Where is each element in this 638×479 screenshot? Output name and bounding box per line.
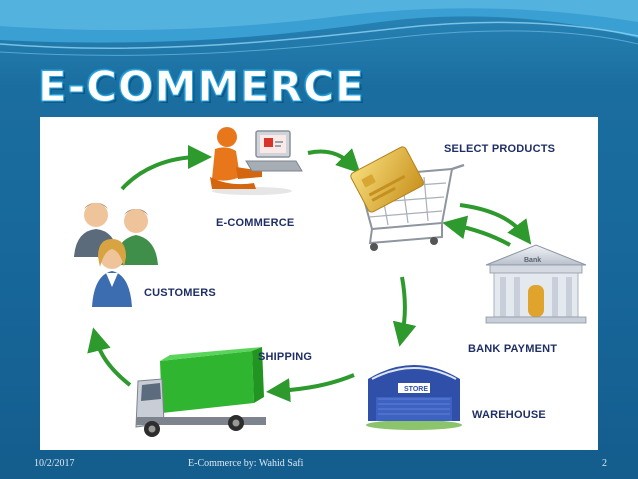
bank-sign-text: Bank: [524, 257, 541, 264]
node-label-bank-payment: BANK PAYMENT: [468, 343, 558, 355]
bank-building-icon: Bank: [485, 244, 587, 324]
arrow-customers-to-ecommerce: [120, 145, 212, 191]
arrow-ecommerce-to-select: [307, 148, 361, 174]
customers-group-icon: [74, 203, 158, 307]
footer-date: 10/2/2017: [34, 458, 75, 469]
arrow-select-to-warehouse: [392, 276, 417, 347]
arrow-shipping-to-customers: [87, 327, 132, 387]
node-label-customers: CUSTOMERS: [144, 287, 216, 299]
node-label-select-products: SELECT PRODUCTS: [444, 143, 556, 155]
diagram-panel: Bank STORE: [40, 117, 598, 450]
node-label-ecommerce: E-COMMERCE: [216, 217, 295, 229]
store-sign-text: STORE: [404, 386, 428, 393]
person-laptop-icon: [210, 127, 303, 195]
arrow-bank-to-select: [442, 215, 511, 247]
flow-diagram: Bank STORE: [74, 127, 587, 437]
footer-author: E-Commerce by: Wahid Safi: [188, 458, 304, 469]
warehouse-store-icon: STORE: [366, 365, 462, 430]
footer-page-number: 2: [602, 458, 607, 469]
shopping-cart-icon: [350, 146, 465, 251]
header-waves: [0, 0, 638, 56]
delivery-truck-icon: [135, 347, 266, 437]
node-label-warehouse: WAREHOUSE: [472, 409, 546, 421]
arrow-select-to-bank: [459, 203, 532, 245]
arrow-warehouse-to-shipping: [266, 373, 355, 403]
node-label-shipping: SHIPPING: [258, 351, 313, 363]
slide-title: E-COMMERCE: [38, 62, 365, 112]
